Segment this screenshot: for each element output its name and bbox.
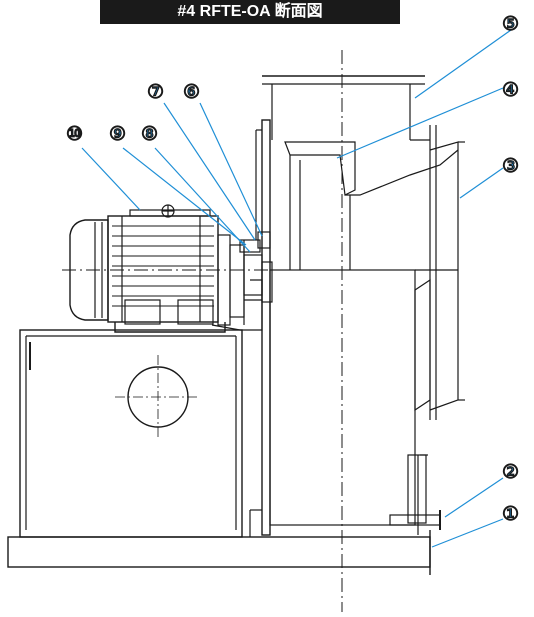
callouts: ⑤ ④ ③ ⑦ ⑥ ⑩ ⑨ ⑧ ② ①	[65, 13, 519, 525]
callout-1: ①	[502, 504, 519, 525]
callout-4: ④	[502, 80, 519, 101]
callout-3: ③	[502, 156, 519, 177]
callout-8: ⑧	[141, 124, 158, 145]
inlet-duct	[262, 75, 430, 141]
motor-bracket	[211, 279, 263, 331]
motor	[69, 204, 245, 333]
callout-2: ②	[502, 462, 519, 483]
leader-lines	[81, 29, 512, 548]
base-plate	[7, 536, 431, 568]
callout-7: ⑦	[147, 82, 164, 103]
callout-6: ⑥	[183, 82, 200, 103]
discharge-casing	[414, 125, 465, 420]
impeller	[284, 141, 459, 270]
motor-base-box	[19, 329, 243, 538]
diagram-title: #4 RFTE-OA 断面図	[100, 0, 400, 24]
support-leg	[389, 454, 441, 535]
callout-10: ⑩	[66, 124, 83, 145]
callout-9: ⑨	[109, 124, 126, 145]
bearing-assembly	[239, 231, 273, 303]
callout-5: ⑤	[502, 14, 519, 35]
